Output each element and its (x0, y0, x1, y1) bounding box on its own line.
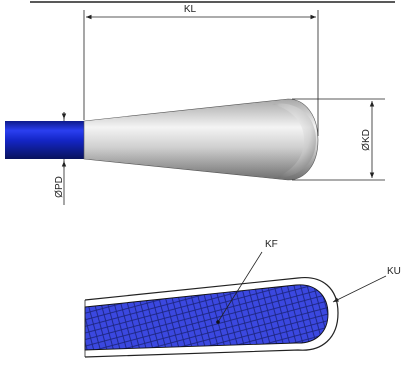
head (83, 98, 319, 181)
head-tip-highlight (272, 103, 316, 178)
dimension-pd: ØPD (54, 112, 67, 205)
dimension-label-pd: ØPD (54, 176, 65, 198)
callout-ku: KU (332, 266, 401, 303)
callout-kf: KF (216, 239, 278, 324)
shaft (5, 121, 85, 159)
callout-label-ku: KU (387, 266, 401, 277)
part-side-view (5, 98, 319, 181)
dimension-kl: KL (83, 4, 319, 136)
hatched-fill-kf (84, 284, 329, 351)
dimension-label-kd: ØKD (361, 129, 372, 151)
section-view (84, 276, 339, 358)
callout-label-kf: KF (265, 239, 278, 250)
dimension-kd: ØKD (292, 98, 385, 181)
dimension-label-kl: KL (184, 4, 197, 15)
